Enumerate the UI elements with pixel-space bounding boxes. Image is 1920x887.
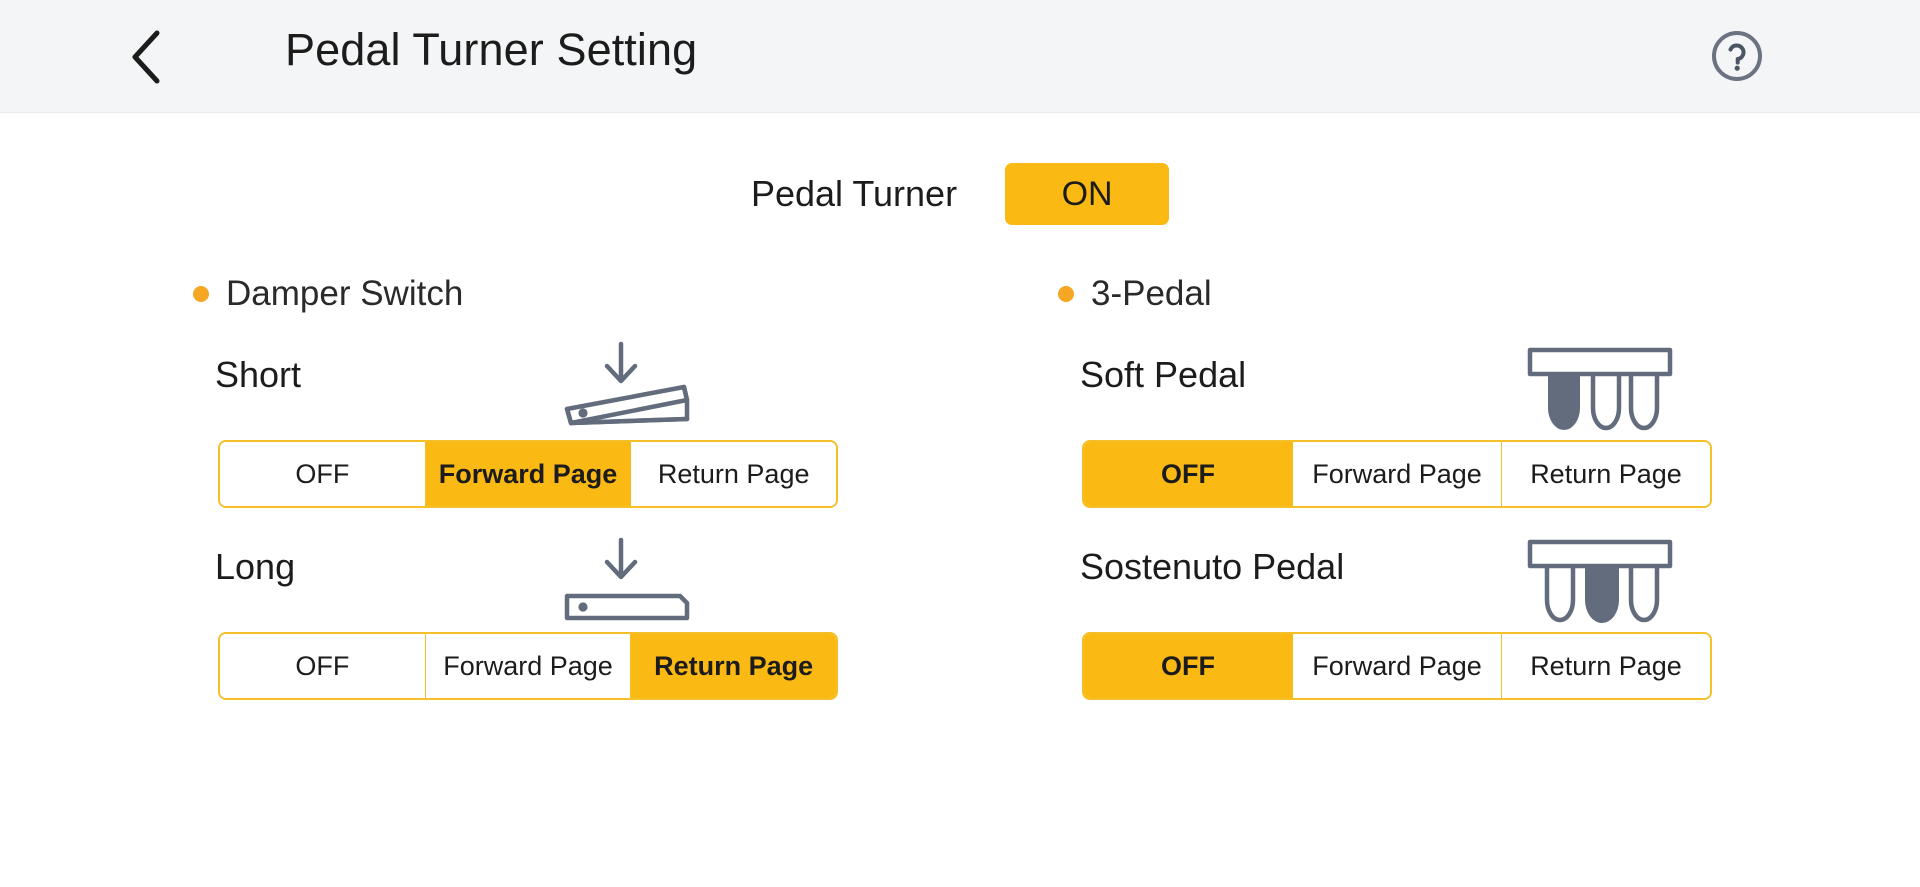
setting-item-short: Short OFF Forwar <box>190 341 890 508</box>
item-header: Short <box>190 341 890 440</box>
segmented-control-long[interactable]: OFF Forward Page Return Page <box>218 632 838 700</box>
segment-option-return-page[interactable]: Return Page <box>631 442 836 506</box>
page-title: Pedal Turner Setting <box>285 24 698 75</box>
segment-option-return-page[interactable]: Return Page <box>1502 634 1710 698</box>
section-title: 3-Pedal <box>1091 274 1212 313</box>
segment-option-forward-page[interactable]: Forward Page <box>425 634 632 698</box>
section-title: Damper Switch <box>226 274 464 313</box>
setting-item-soft-pedal: Soft Pedal OFF Forward Page Return Pag <box>1055 344 1755 508</box>
back-button[interactable] <box>112 22 182 92</box>
item-label: Long <box>215 546 296 587</box>
pedal-turner-toggle[interactable]: ON <box>1005 163 1170 225</box>
three-pedal-left-highlighted-icon <box>1505 340 1695 444</box>
segmented-control-soft-pedal[interactable]: OFF Forward Page Return Page <box>1082 440 1712 508</box>
help-button[interactable] <box>1703 24 1771 92</box>
section-3-pedal: 3-Pedal Soft Pedal OFF <box>1055 272 1755 700</box>
item-header: Soft Pedal <box>1055 344 1755 440</box>
segment-option-return-page[interactable]: Return Page <box>631 634 836 698</box>
segmented-control-short[interactable]: OFF Forward Page Return Page <box>218 440 838 508</box>
item-header: Sostenuto Pedal <box>1055 536 1755 632</box>
section-header: 3-Pedal <box>1058 272 1755 316</box>
segment-option-off[interactable]: OFF <box>220 442 426 506</box>
pedal-turner-label: Pedal Turner <box>750 173 958 214</box>
item-label: Short <box>215 354 302 395</box>
item-header: Long <box>190 536 890 632</box>
segment-option-forward-page[interactable]: Forward Page <box>425 442 632 506</box>
setting-item-long: Long OFF Forward Page Return Page <box>190 536 890 700</box>
segment-option-off[interactable]: OFF <box>1084 442 1293 506</box>
bullet-dot-icon <box>1058 286 1074 302</box>
item-label: Sostenuto Pedal <box>1080 546 1345 587</box>
section-header: Damper Switch <box>193 272 890 316</box>
pedal-tilted-arrow-down-icon <box>550 340 740 444</box>
segment-option-off[interactable]: OFF <box>220 634 426 698</box>
three-pedal-middle-highlighted-icon <box>1505 532 1695 636</box>
pedal-flat-arrow-down-icon <box>550 532 740 636</box>
segment-option-off[interactable]: OFF <box>1084 634 1293 698</box>
help-circle-icon <box>1710 29 1764 88</box>
app-header: Pedal Turner Setting <box>0 0 1920 113</box>
pedal-turner-master-row: Pedal Turner ON <box>0 163 1920 225</box>
segment-option-forward-page[interactable]: Forward Page <box>1293 634 1502 698</box>
segmented-control-sostenuto-pedal[interactable]: OFF Forward Page Return Page <box>1082 632 1712 700</box>
section-damper-switch: Damper Switch Short <box>190 272 890 700</box>
segment-option-return-page[interactable]: Return Page <box>1502 442 1710 506</box>
item-label: Soft Pedal <box>1080 354 1247 395</box>
setting-item-sostenuto-pedal: Sostenuto Pedal OFF Forward Page Retur <box>1055 536 1755 700</box>
segment-option-forward-page[interactable]: Forward Page <box>1293 442 1502 506</box>
bullet-dot-icon <box>193 286 209 302</box>
chevron-left-icon <box>127 27 167 87</box>
